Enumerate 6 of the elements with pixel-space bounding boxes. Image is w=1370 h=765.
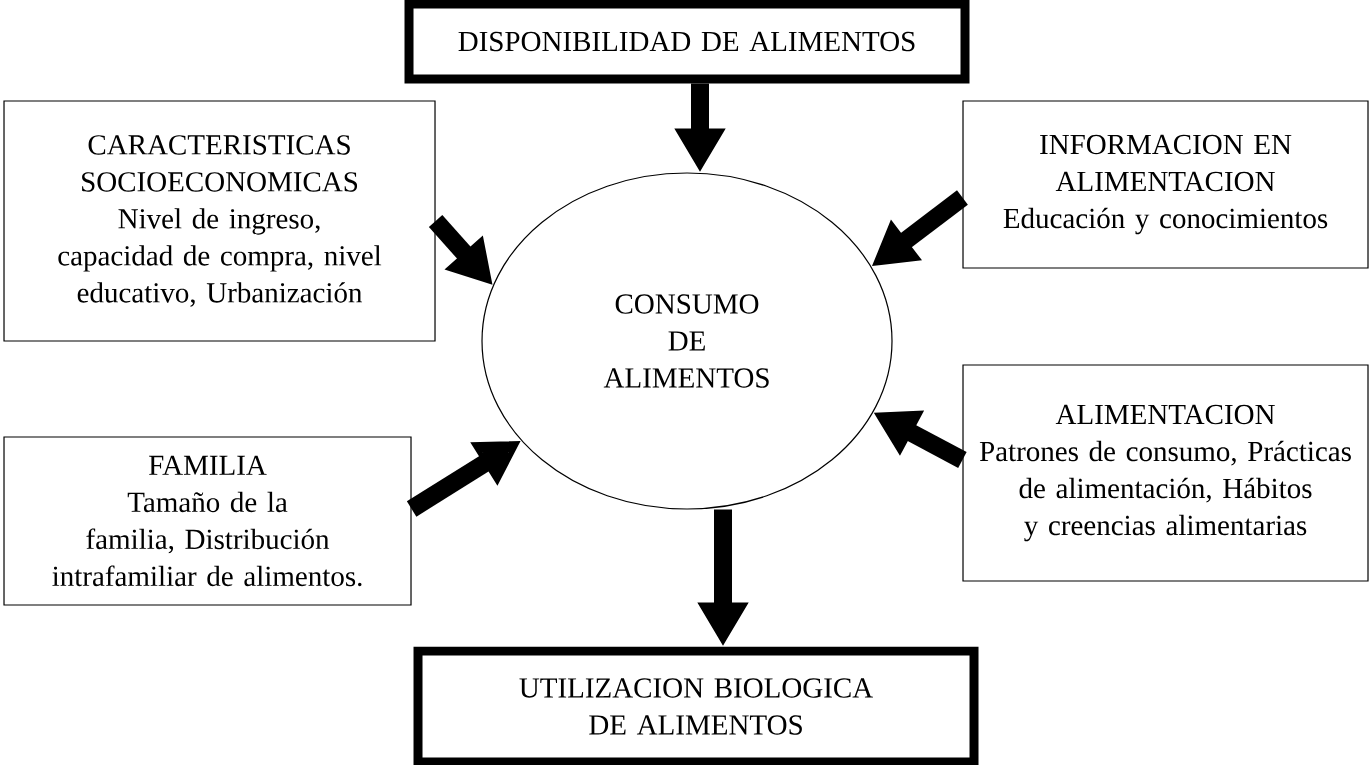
factor-box: INFORMACION EN ALIMENTACION Educación y conocimientos (962, 100, 1369, 269)
factor-box: FAMILIA Tamaño de la familia, Distribución intrafamiliar de alimentos. (3, 436, 412, 606)
factor-box: ALIMENTACION Patrones de consumo, Prácticas de alimentación, Hábitos y creencias alimentarias (962, 364, 1369, 582)
outcome-box: DISPONIBILIDAD DE ALIMENTOS (404, 0, 970, 84)
outcome-box: UTILIZACION BIOLOGICA DE ALIMENTOS (413, 646, 979, 765)
factor-box: CARACTERISTICAS SOCIOECONOMICAS Nivel de ingreso, capacidad de compra, nivel educativo, Urbanización (3, 100, 436, 342)
